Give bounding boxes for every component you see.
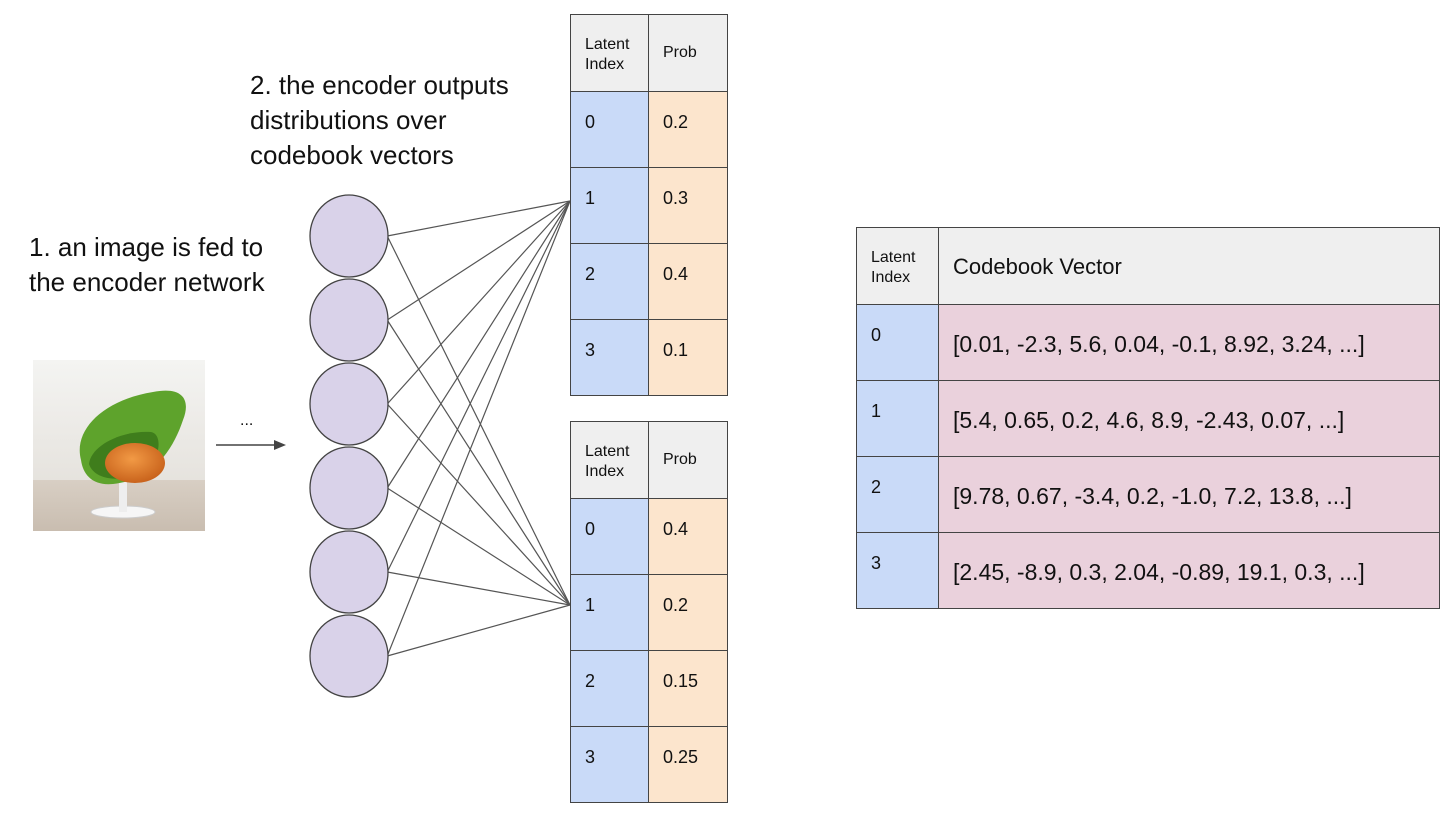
latent-index-cell: 1: [857, 381, 939, 456]
neuron-node: [309, 446, 389, 530]
codebook-vector-cell: [0.01, -2.3, 5.6, 0.04, -0.1, 8.92, 3.24…: [939, 305, 1439, 380]
ellipsis-label: ...: [240, 412, 254, 429]
header-prob: Prob: [649, 422, 727, 498]
prob-cell: 0.4: [649, 244, 727, 319]
latent-index-cell: 2: [571, 651, 649, 726]
table-row: 0 0.4: [571, 498, 727, 574]
network-connections: [386, 200, 571, 657]
network-connection-line: [387, 604, 571, 657]
header-prob: Prob: [649, 15, 727, 91]
prob-table-header: Latent Index Prob: [571, 15, 727, 91]
neuron-node: [309, 194, 389, 278]
table-row: 3 [2.45, -8.9, 0.3, 2.04, -0.89, 19.1, 0…: [857, 532, 1439, 608]
table-row: 0 0.2: [571, 91, 727, 167]
network-connection-line: [386, 235, 571, 606]
table-row: 0 [0.01, -2.3, 5.6, 0.04, -0.1, 8.92, 3.…: [857, 304, 1439, 380]
prob-cell: 0.2: [649, 92, 727, 167]
prob-table-header: Latent Index Prob: [571, 422, 727, 498]
caption-step-1: 1. an image is fed to the encoder networ…: [29, 232, 265, 297]
network-connection-line: [386, 403, 571, 606]
latent-index-cell: 3: [571, 320, 649, 395]
network-connection-line: [387, 200, 571, 237]
table-row: 1 [5.4, 0.65, 0.2, 4.6, 8.9, -2.43, 0.07…: [857, 380, 1439, 456]
table-row: 2 [9.78, 0.67, -3.4, 0.2, -1.0, 7.2, 13.…: [857, 456, 1439, 532]
table-row: 1 0.2: [571, 574, 727, 650]
neuron-node: [309, 278, 389, 362]
caption-step-2: 2. the encoder outputs distributions ove…: [250, 70, 509, 170]
prob-cell: 0.4: [649, 499, 727, 574]
input-arrow: [216, 440, 286, 450]
prob-table-2: Latent Index Prob 0 0.4 1 0.2 2 0.15 3 0…: [570, 421, 728, 803]
header-latent-index: Latent Index: [857, 228, 939, 304]
latent-index-cell: 1: [571, 575, 649, 650]
prob-cell: 0.25: [649, 727, 727, 802]
header-latent-index: Latent Index: [571, 15, 649, 91]
prob-table-1: Latent Index Prob 0 0.2 1 0.3 2 0.4 3 0.…: [570, 14, 728, 396]
encoder-neurons: [309, 194, 389, 698]
header-latent-index: Latent Index: [571, 422, 649, 498]
input-image-chair: [33, 360, 205, 531]
latent-index-cell: 2: [857, 457, 939, 532]
latent-index-cell: 0: [857, 305, 939, 380]
table-row: 1 0.3: [571, 167, 727, 243]
latent-index-cell: 0: [571, 499, 649, 574]
table-row: 2 0.15: [571, 650, 727, 726]
network-connection-line: [386, 200, 571, 489]
network-connection-line: [386, 487, 571, 606]
table-row: 3 0.25: [571, 726, 727, 802]
network-connection-line: [386, 200, 571, 405]
network-connection-line: [386, 200, 571, 573]
latent-index-cell: 2: [571, 244, 649, 319]
codebook-table: Latent Index Codebook Vector 0 [0.01, -2…: [856, 227, 1440, 609]
table-row: 2 0.4: [571, 243, 727, 319]
codebook-vector-cell: [2.45, -8.9, 0.3, 2.04, -0.89, 19.1, 0.3…: [939, 533, 1439, 608]
prob-cell: 0.3: [649, 168, 727, 243]
network-connection-line: [387, 571, 571, 606]
network-connection-line: [386, 200, 571, 657]
prob-cell: 0.1: [649, 320, 727, 395]
latent-index-cell: 1: [571, 168, 649, 243]
latent-index-cell: 3: [571, 727, 649, 802]
codebook-vector-cell: [9.78, 0.67, -3.4, 0.2, -1.0, 7.2, 13.8,…: [939, 457, 1439, 532]
prob-cell: 0.2: [649, 575, 727, 650]
network-connection-line: [386, 319, 571, 606]
latent-index-cell: 0: [571, 92, 649, 167]
header-codebook-vector: Codebook Vector: [939, 228, 1439, 304]
table-row: 3 0.1: [571, 319, 727, 395]
neuron-node: [309, 614, 389, 698]
codebook-vector-cell: [5.4, 0.65, 0.2, 4.6, 8.9, -2.43, 0.07, …: [939, 381, 1439, 456]
codebook-header: Latent Index Codebook Vector: [857, 228, 1439, 304]
network-connection-line: [386, 200, 571, 321]
prob-cell: 0.15: [649, 651, 727, 726]
neuron-node: [309, 362, 389, 446]
neuron-node: [309, 530, 389, 614]
latent-index-cell: 3: [857, 533, 939, 608]
